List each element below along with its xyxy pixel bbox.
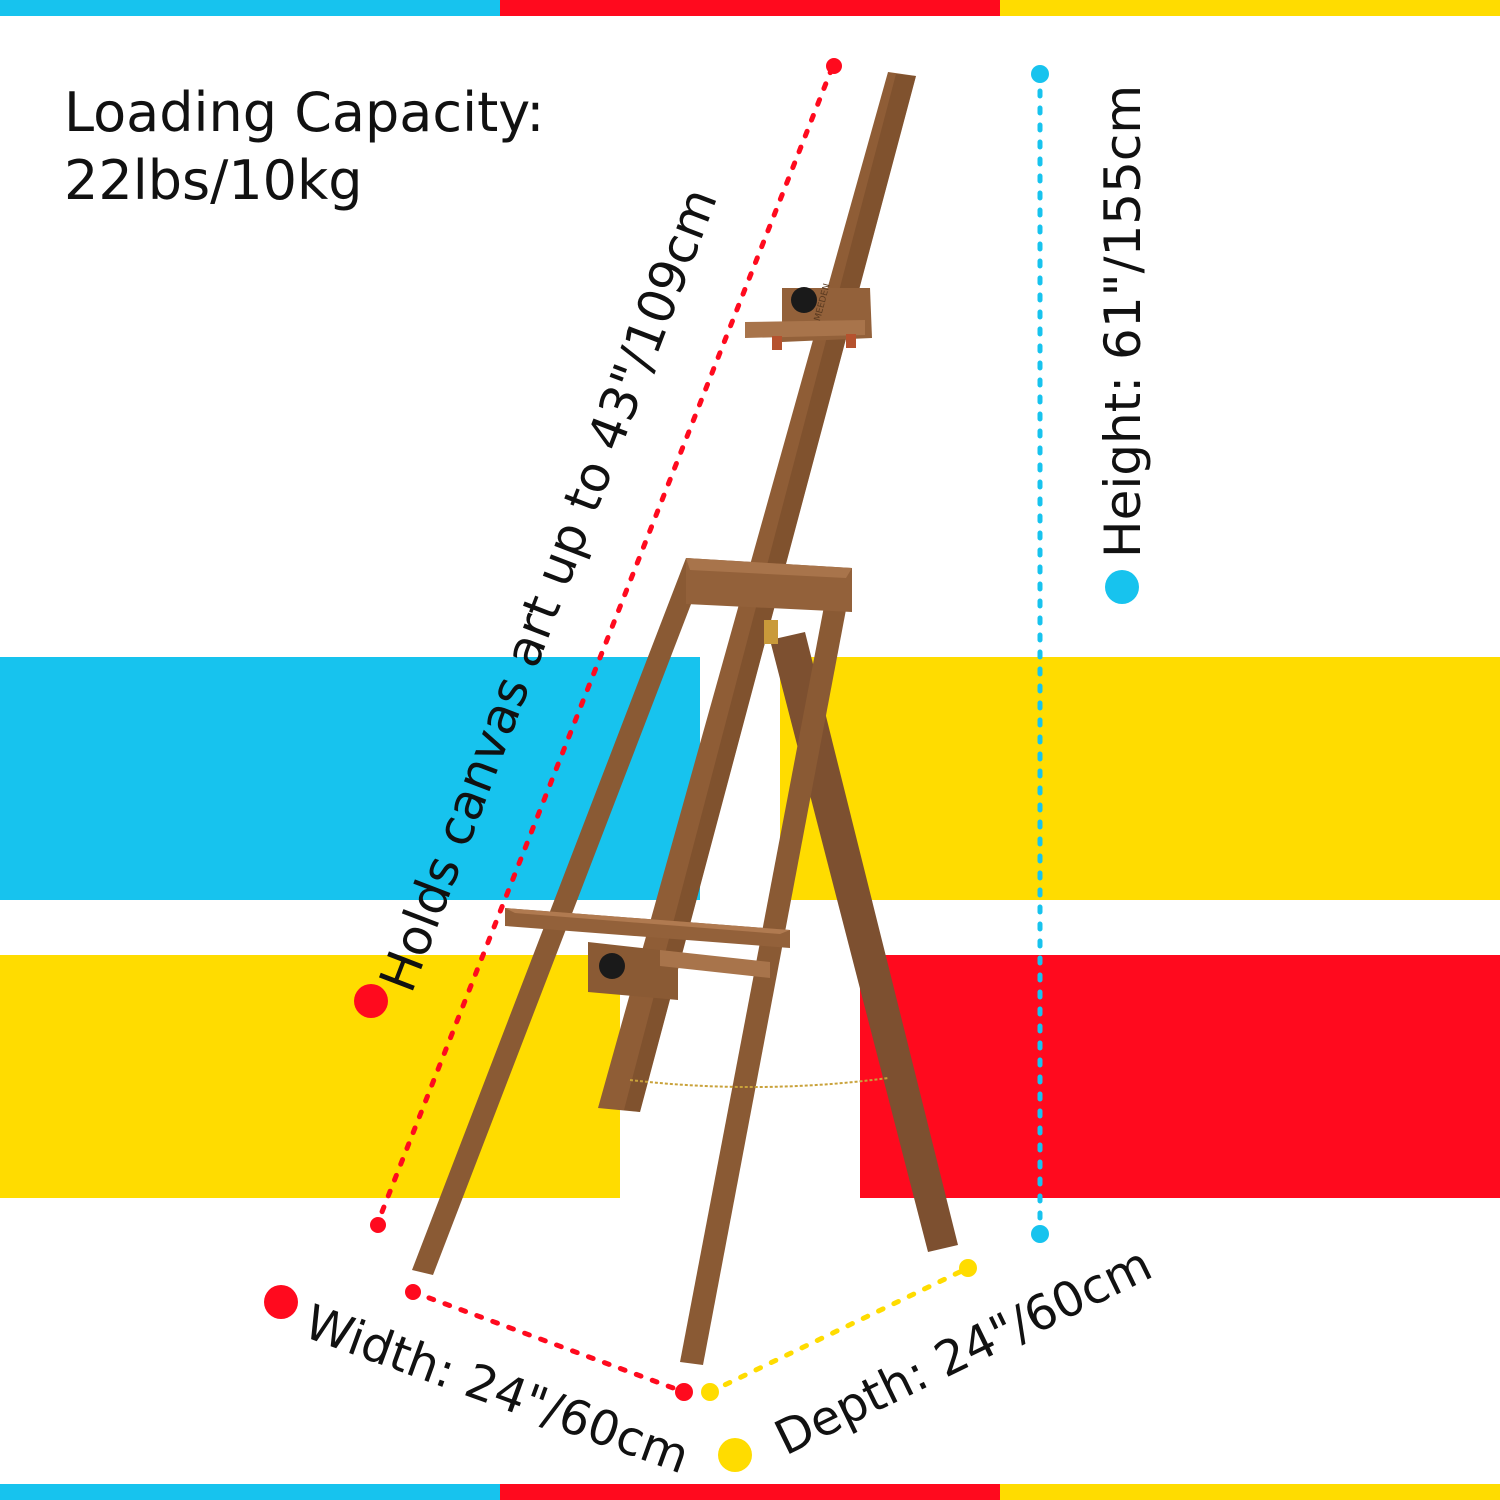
easel-chain — [629, 1077, 889, 1089]
top-strip-yellow — [1000, 0, 1500, 16]
height-line-bottom-dot — [1031, 1225, 1049, 1243]
depth-line-left-dot — [701, 1383, 719, 1401]
band-yellow-right — [780, 657, 1500, 900]
capacity-title: Loading Capacity: — [64, 81, 545, 144]
canvas-line-bottom-dot — [370, 1217, 386, 1233]
height-label: Height: 61"/155cm — [1094, 84, 1152, 558]
band-yellow-left — [0, 955, 620, 1198]
bottom-strip-blue — [0, 1484, 500, 1500]
width-line-left-dot — [405, 1284, 421, 1300]
bottom-strip-red — [500, 1484, 1000, 1500]
width-dimension-line — [410, 1289, 687, 1395]
width-label-bullet — [264, 1285, 298, 1319]
band-red-right — [860, 955, 1500, 1198]
top-strip-blue — [0, 0, 500, 16]
lower-knob — [599, 953, 625, 979]
height-label-bullet — [1105, 570, 1139, 604]
depth-label-bullet — [718, 1438, 752, 1472]
canvas-line-top-dot — [826, 58, 842, 74]
lower-tray — [505, 908, 790, 948]
upper-knob — [791, 287, 817, 313]
capacity-value: 22lbs/10kg — [64, 149, 363, 212]
hinge — [764, 620, 778, 644]
depth-dimension-line — [707, 1265, 971, 1395]
canvas-dimension-line — [375, 65, 835, 1225]
easel-rear-leg — [770, 632, 958, 1252]
top-strip-red — [500, 0, 1000, 16]
depth-line-right-dot — [959, 1259, 977, 1277]
width-line-right-dot — [675, 1383, 693, 1401]
canvas-label-bullet — [354, 984, 388, 1018]
bottom-strip-yellow — [1000, 1484, 1500, 1500]
height-line-top-dot — [1031, 65, 1049, 83]
